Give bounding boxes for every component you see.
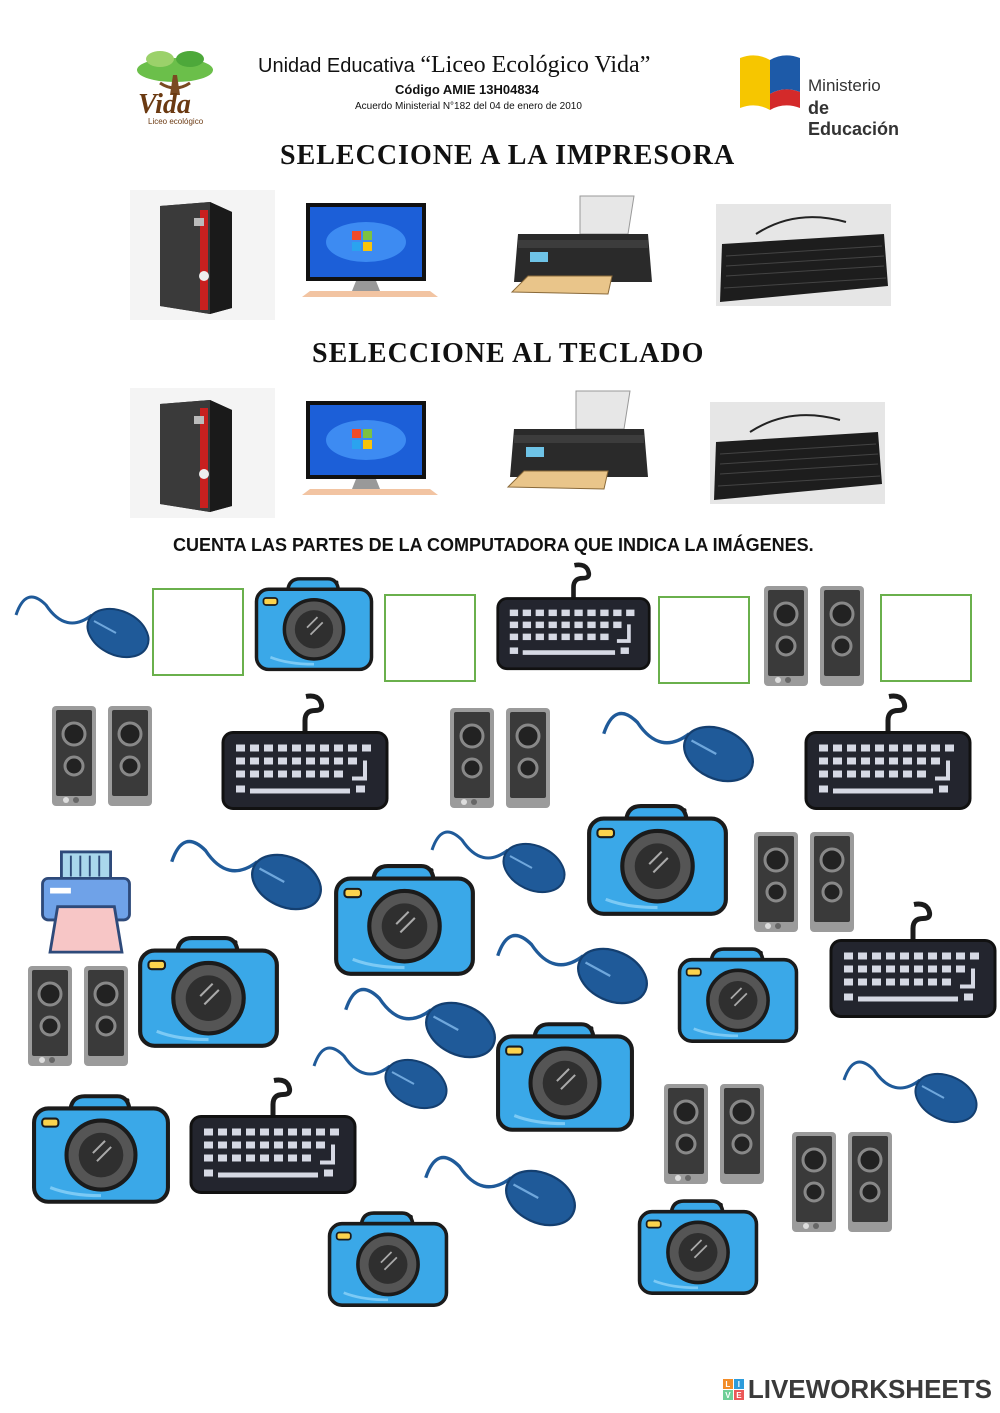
speakers-count-input[interactable]: [880, 594, 972, 682]
keyboard-icon: [220, 690, 390, 815]
school-logo: Vida Liceo ecológico: [130, 45, 220, 130]
printer-icon: [36, 850, 136, 954]
monitor-icon: [302, 401, 438, 495]
ministerial-agreement: Acuerdo Ministerial N°182 del 04 de ener…: [355, 101, 582, 112]
keyboard-photo-icon: [716, 204, 891, 306]
school-name: “Liceo Ecológico Vida”: [420, 52, 651, 78]
section2-keyboard-option[interactable]: [710, 402, 885, 504]
liveworksheets-text: LIVEWORKSHEETS: [747, 1374, 992, 1404]
flag-book-icon: [740, 55, 800, 110]
mouse-icon: [840, 1050, 980, 1130]
camera-legend-icon: [253, 572, 375, 678]
speakers-legend-icon: [762, 584, 866, 688]
keyboard-icon: [803, 690, 973, 815]
mouse-icon: [492, 922, 652, 1012]
section1-printer-option[interactable]: [508, 190, 658, 305]
count-instruction: CUENTA LAS PARTES DE LA COMPUTADORA QUE …: [173, 535, 814, 555]
camera-icon: [136, 934, 281, 1052]
mouse-icon: [166, 828, 326, 918]
monitor-icon: [302, 203, 438, 297]
school-prefix: Unidad Educativa: [258, 55, 415, 77]
camera-icon: [636, 1196, 760, 1300]
speakers-icon: [790, 1130, 894, 1234]
camera-icon: [494, 1018, 636, 1138]
logo-text: Vida: [138, 89, 191, 120]
section2-title: SELECCIONE AL TECLADO: [312, 338, 705, 369]
keyboard-legend-icon: [495, 558, 652, 676]
ministry-line1: Ministerio: [808, 76, 881, 95]
camera-icon: [332, 862, 477, 980]
mouse-icon: [598, 700, 758, 790]
section1-title: SELECCIONE A LA IMPRESORA: [280, 140, 736, 171]
keyboard-count-input[interactable]: [658, 596, 750, 684]
ministry-line2: de Educación: [808, 98, 900, 139]
speakers-icon: [50, 704, 154, 808]
keyboard-icon: [828, 898, 998, 1023]
section2-monitor-option[interactable]: [300, 393, 440, 498]
camera-icon: [676, 944, 800, 1048]
cpu-tower-icon: [130, 190, 275, 320]
camera-icon: [326, 1208, 450, 1312]
section1-cpu-option[interactable]: [130, 190, 275, 320]
cpu-tower-icon: [130, 388, 275, 518]
printer-photo-icon: [506, 390, 648, 490]
logo-subtext: Liceo ecológico: [148, 117, 204, 126]
section1-keyboard-option[interactable]: [716, 204, 891, 306]
camera-icon: [585, 802, 730, 920]
mouse-count-input[interactable]: [152, 588, 244, 676]
school-title: Unidad Educativa “Liceo Ecológico Vida”: [258, 52, 650, 79]
speakers-icon: [662, 1082, 766, 1186]
speakers-icon: [26, 964, 130, 1068]
speakers-icon: [448, 706, 552, 810]
section2-cpu-option[interactable]: [130, 388, 275, 518]
section2-printer-option[interactable]: [504, 385, 654, 500]
camera-icon: [30, 1090, 172, 1210]
tree-icon: [137, 51, 213, 95]
amie-code: Código AMIE 13H04834: [395, 82, 540, 97]
mouse-legend-icon: [12, 585, 152, 665]
keyboard-photo-icon: [710, 402, 885, 504]
printer-photo-icon: [510, 195, 652, 295]
section1-monitor-option[interactable]: [300, 195, 440, 300]
camera-count-input[interactable]: [384, 594, 476, 682]
keyboard-icon: [188, 1074, 358, 1199]
ministry-logo: Ministerio de Educación: [738, 50, 908, 139]
